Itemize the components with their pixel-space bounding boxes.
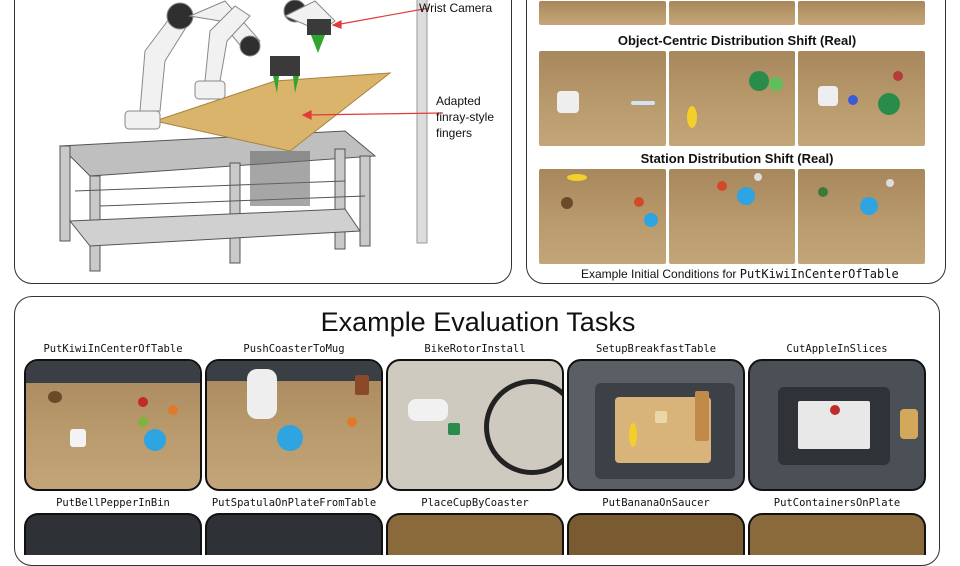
wrist-camera-label: Wrist Camera	[419, 1, 493, 15]
task-name: SetupBreakfastTable	[595, 343, 717, 355]
task-image	[386, 359, 564, 491]
task-name: PutBellPepperInBin	[56, 497, 170, 509]
evaluation-panel: Example Evaluation Tasks PutKiwiInCenter…	[14, 296, 940, 566]
scene-image	[798, 1, 926, 25]
task-image	[24, 359, 202, 491]
object-shift-images	[539, 51, 926, 146]
evaluation-title: Example Evaluation Tasks	[320, 307, 636, 337]
task-name: PutContainersOnPlate	[773, 497, 901, 509]
scene-image	[668, 169, 796, 264]
task-image	[748, 513, 926, 555]
task-name: PlaceCupByCoaster	[421, 497, 529, 509]
task-card: PutKiwiInCenterOfTable	[24, 343, 202, 491]
top-image-row	[539, 1, 926, 25]
fingers-label-line-3: fingers	[436, 126, 473, 140]
task-card: PutSpatulaOnPlateFromTable	[205, 497, 383, 555]
task-image	[567, 359, 745, 491]
robot-station-illustration	[58, 0, 444, 272]
task-name: PutSpatulaOnPlateFromTable	[211, 497, 377, 509]
task-image	[205, 359, 383, 491]
scene-image	[539, 51, 666, 146]
fingers-label-line-1: Adapted	[436, 94, 481, 108]
object-shift-title: Object-Centric Distribution Shift (Real)	[617, 33, 857, 48]
task-card: BikeRotorInstall	[386, 343, 564, 491]
task-name: CutAppleInSlices	[786, 343, 888, 355]
station-shift-title: Station Distribution Shift (Real)	[640, 151, 834, 166]
task-image	[567, 513, 745, 555]
scene-image	[668, 51, 796, 146]
task-name: PushCoasterToMug	[243, 343, 345, 355]
station-shift-images	[539, 169, 926, 264]
scene-image	[798, 51, 926, 146]
task-name: PutKiwiInCenterOfTable	[43, 343, 183, 355]
task-card: PutBananaOnSaucer	[567, 497, 745, 555]
finray-fingers-illustration	[270, 19, 331, 93]
scene-image	[539, 1, 666, 25]
fingers-label-line-2: finray-style	[436, 110, 495, 124]
task-card: PutContainersOnPlate	[748, 497, 926, 555]
wooden-tabletop	[153, 72, 392, 152]
task-card: PutBellPepperInBin	[24, 497, 202, 555]
hardware-panel: Wrist Camera Adapted finray-style finger…	[14, 0, 512, 284]
task-name: BikeRotorInstall	[424, 343, 526, 355]
task-image	[748, 359, 926, 491]
task-card: SetupBreakfastTable	[567, 343, 745, 491]
scene-image	[539, 169, 666, 264]
scene-image	[798, 169, 926, 264]
distribution-caption: Example Initial Conditions for PutKiwiIn…	[581, 267, 899, 281]
task-image	[205, 513, 383, 555]
task-name: PutBananaOnSaucer	[602, 497, 710, 509]
caption-prefix: Example Initial Conditions for	[581, 267, 740, 281]
scene-image	[668, 1, 796, 25]
camera-pole	[416, 0, 428, 244]
task-card: CutAppleInSlices	[748, 343, 926, 491]
caption-task-name: PutKiwiInCenterOfTable	[739, 267, 899, 281]
task-image	[386, 513, 564, 555]
task-card: PlaceCupByCoaster	[386, 497, 564, 555]
task-image	[24, 513, 202, 555]
task-card: PushCoasterToMug	[205, 343, 383, 491]
distribution-shift-panel: Object-Centric Distribution Shift (Real)…	[526, 0, 946, 284]
